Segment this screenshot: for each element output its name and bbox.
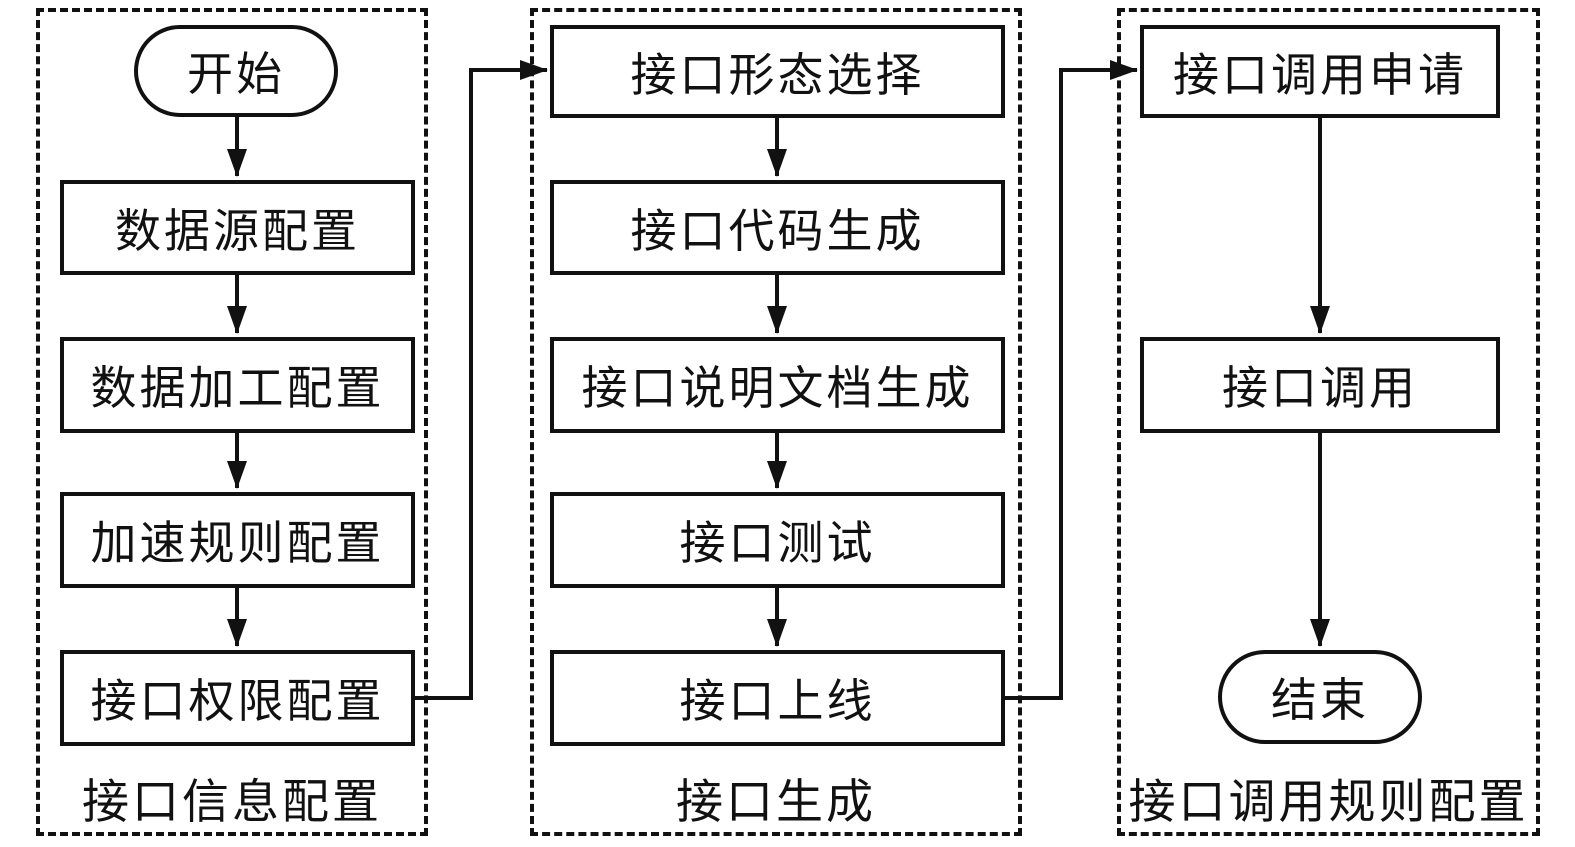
node-start: 开始 [134, 25, 338, 117]
node-interface-launch: 接口上线 [550, 650, 1005, 746]
node-interface-form-selection: 接口形态选择 [550, 25, 1005, 118]
node-interface-doc-generation: 接口说明文档生成 [550, 337, 1005, 433]
node-acceleration-rule-config: 加速规则配置 [60, 492, 415, 588]
node-data-source-config: 数据源配置 [60, 180, 415, 275]
node-interface-call-application: 接口调用申请 [1140, 25, 1500, 118]
group-label-interface-info-config: 接口信息配置 [82, 777, 382, 829]
node-data-processing-config: 数据加工配置 [60, 337, 415, 433]
node-interface-testing: 接口测试 [550, 492, 1005, 588]
node-interface-permission-config: 接口权限配置 [60, 650, 415, 746]
group-label-interface-call-rule-config: 接口调用规则配置 [1128, 777, 1529, 829]
group-label-interface-generation: 接口生成 [676, 777, 876, 829]
node-end: 结束 [1218, 650, 1422, 744]
node-interface-code-generation: 接口代码生成 [550, 180, 1005, 275]
node-interface-call: 接口调用 [1140, 337, 1500, 433]
connector-permission-to-form-selection [415, 60, 548, 700]
